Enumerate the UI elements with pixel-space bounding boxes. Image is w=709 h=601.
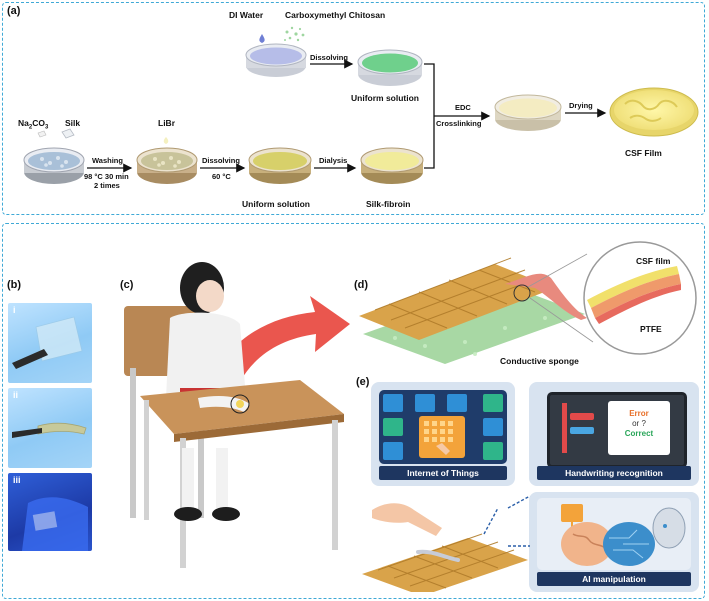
ai-screen — [537, 498, 691, 570]
photo-film-ii: ii — [8, 388, 92, 468]
ai-brain-robot — [561, 504, 686, 566]
panel-a-label: (a) — [7, 5, 21, 17]
photo-film-iii: iii — [8, 473, 92, 551]
dish-crosslinked — [494, 94, 562, 131]
text-error: Error — [629, 409, 649, 418]
dish-di-water — [245, 43, 307, 77]
label-silk-fibroin: Silk-fibroin — [366, 199, 411, 209]
panel-e-label: (e) — [356, 376, 370, 388]
card-handwriting: Error or ? Correct Handwriting recogniti… — [529, 382, 699, 486]
hand-on-sensor — [362, 495, 531, 592]
label-cmc: Carboxymethyl Chitosan — [285, 10, 386, 20]
na2co3-powder-icon — [37, 130, 47, 138]
label-ptfe: PTFE — [640, 324, 662, 334]
silk-fiber-icon — [61, 128, 75, 139]
label-csf-film-d: CSF film — [636, 256, 671, 266]
label-na2co3: Na2CO3 — [18, 118, 49, 131]
label-dissolving-temp: 60 °C — [212, 172, 231, 181]
label-uniform-bottom: Uniform solution — [242, 199, 310, 209]
tablet-red-tag — [570, 413, 594, 420]
dish-uniform-bottom — [248, 147, 312, 184]
libr-icon — [163, 137, 169, 144]
tablet-bar — [562, 403, 567, 453]
water-drop-icon — [259, 34, 265, 43]
text-question: ? — [641, 419, 646, 428]
label-washing-cond2: 2 times — [94, 181, 120, 190]
csf-film-graphic — [609, 87, 699, 137]
tablet-screen: Error or ? Correct — [547, 392, 687, 468]
chitosan-particles-icon — [284, 26, 305, 42]
label-di-water: DI Water — [229, 10, 264, 20]
label-drying: Drying — [569, 101, 593, 110]
sensor-structure-illustration — [359, 241, 697, 364]
label-silk: Silk — [65, 118, 81, 128]
film-on-glove — [22, 497, 88, 551]
red-arrow-icon — [206, 296, 350, 406]
panel-d-label: (d) — [354, 279, 369, 291]
dish-silk-fibroin — [360, 147, 424, 184]
film-sheet-ii — [12, 422, 87, 438]
illustration-student-desk — [124, 262, 350, 568]
label-dissolving-top: Dissolving — [310, 53, 348, 62]
card-ai: AI manipulation — [529, 492, 699, 592]
photo-film-i: i — [8, 303, 92, 383]
label-uniform-top: Uniform solution — [351, 93, 419, 103]
dish-silk-raw — [23, 147, 85, 184]
dish-green-solution — [357, 49, 423, 86]
dish-silk-washed — [136, 147, 198, 184]
card-iot: Internet of Things — [371, 382, 515, 486]
label-washing: Washing — [92, 156, 123, 165]
panel-c-label: (c) — [120, 279, 134, 291]
ai-label: AI manipulation — [537, 572, 691, 586]
label-crosslinking: Crosslinking — [436, 119, 482, 128]
arrow-merge — [424, 63, 435, 169]
text-correct: Correct — [624, 429, 654, 438]
panel-a — [2, 2, 705, 215]
error-correct-box: Error or ? Correct — [608, 401, 670, 455]
iot-label: Internet of Things — [379, 466, 507, 480]
label-washing-cond1: 98 °C 30 min — [84, 172, 129, 181]
text-or: or — [632, 419, 640, 428]
iot-devices-grid — [383, 394, 503, 460]
panel-a-graphics — [23, 26, 699, 184]
label-conductive-sponge: Conductive sponge — [500, 356, 579, 366]
label-edc: EDC — [455, 103, 471, 112]
tablet-blue-tag — [570, 427, 594, 434]
panel-bcde — [2, 223, 705, 599]
iot-screen — [379, 390, 507, 464]
panel-b-label: (b) — [7, 279, 22, 291]
label-libr: LiBr — [158, 118, 175, 128]
film-sheet-i — [12, 316, 83, 369]
handwriting-label: Handwriting recognition — [537, 466, 691, 480]
label-dialysis: Dialysis — [319, 156, 348, 165]
label-dissolving-bottom: Dissolving — [202, 156, 240, 165]
label-csf-film: CSF Film — [625, 148, 662, 158]
